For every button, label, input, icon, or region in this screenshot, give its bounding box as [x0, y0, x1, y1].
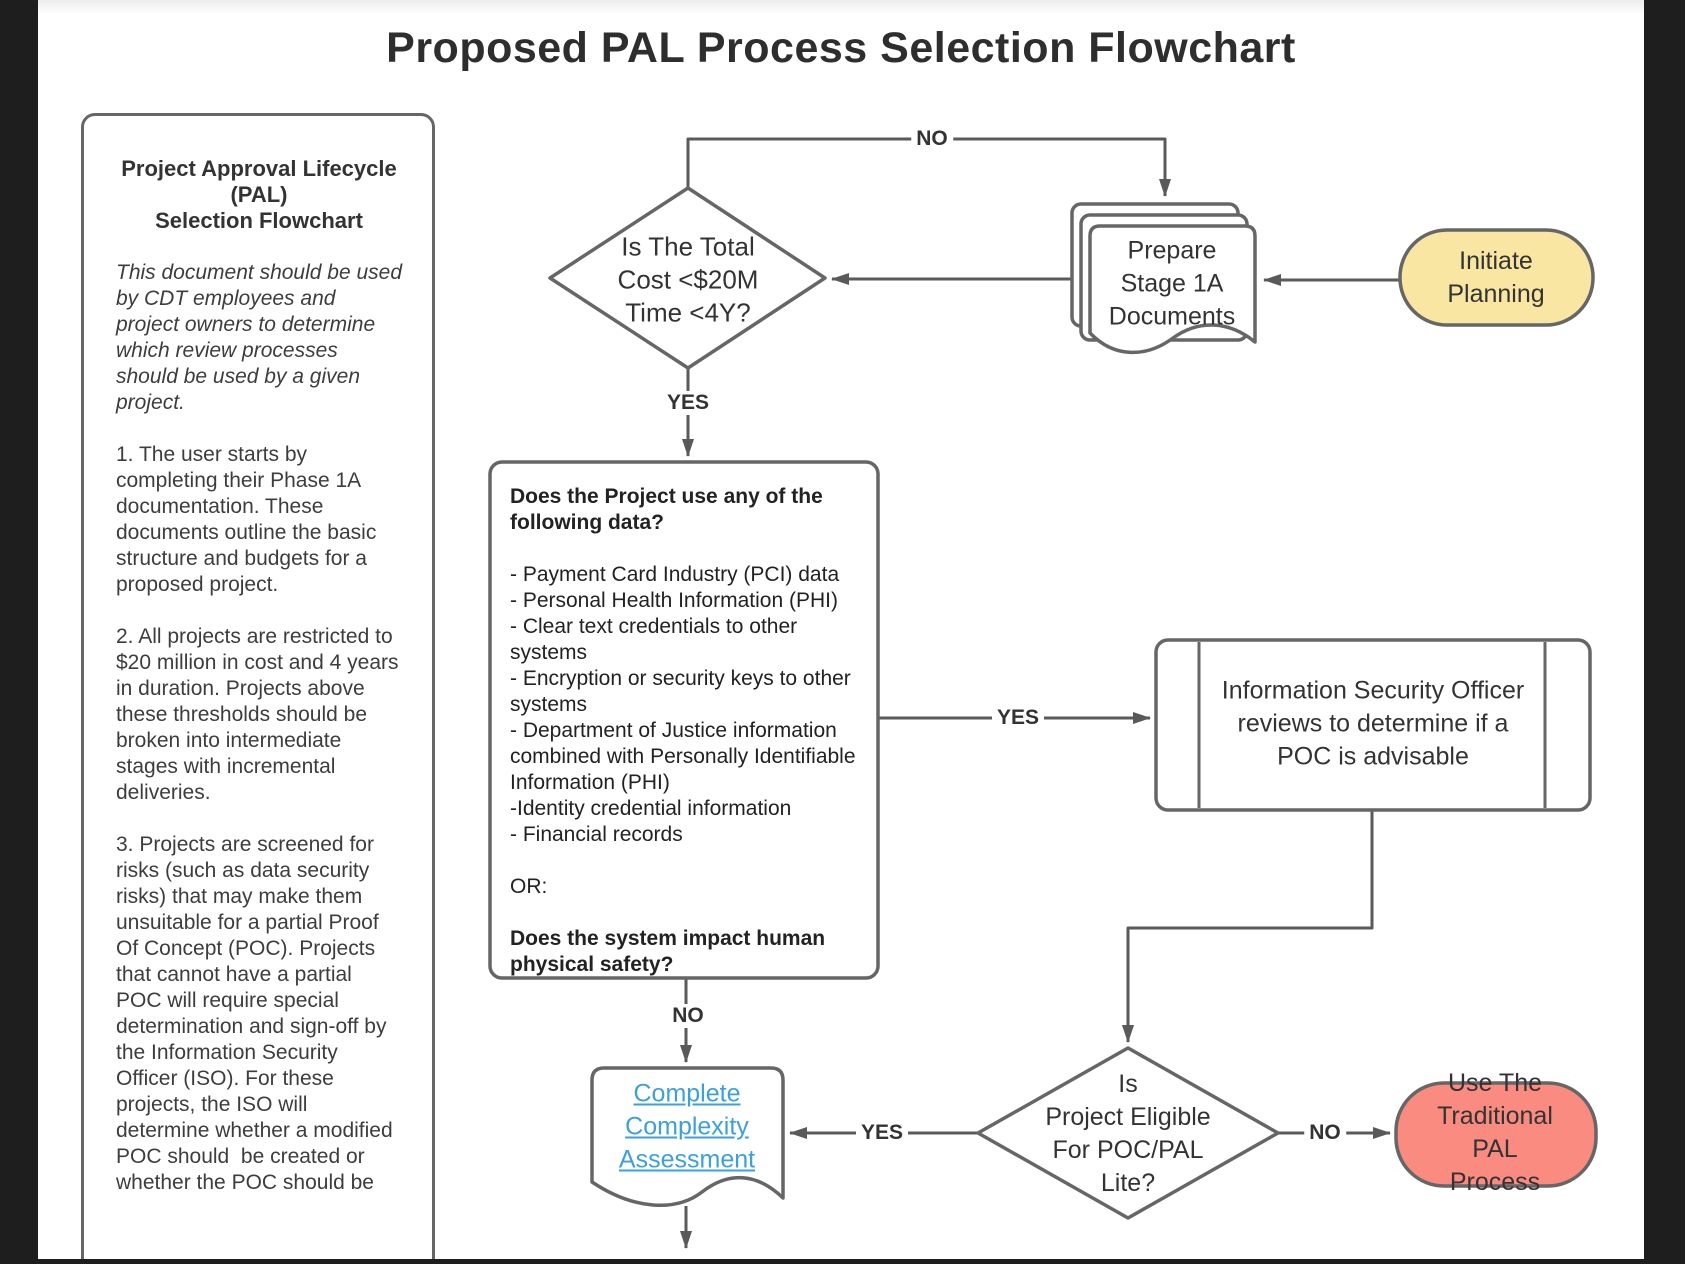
cost-decision-diamond — [548, 186, 827, 370]
traditional-pal-label: Use The Traditional PAL Process — [1437, 1069, 1553, 1196]
data-question-content: Does the Project use any of the followin… — [510, 484, 868, 1004]
edge-iso-to-eligibility — [1122, 810, 1374, 1043]
sidebar-heading: Project Approval Lifecycle (PAL) Selecti… — [121, 156, 397, 233]
iso-review-box — [1154, 638, 1592, 812]
sidebar-intro: This document should be used by CDT empl… — [116, 261, 403, 414]
sidebar-paragraph-3: 3. Projects are screened for risks (such… — [116, 833, 399, 1194]
cost-decision-label: Is The Total Cost <$20M Time <4Y? — [617, 231, 759, 328]
edge-label-yes-cost: YES — [661, 391, 715, 415]
eligibility-label: Is Project Eligible For POC/PAL Lite? — [1045, 1070, 1211, 1197]
initiate-planning-label: Initiate Planning — [1447, 247, 1545, 308]
traditional-pal-shape — [1394, 1081, 1598, 1188]
edge-label-yes-eligible: YES — [855, 1121, 909, 1145]
flowchart-canvas: Proposed PAL Process Selection Flowchart… — [38, 0, 1644, 1259]
data-question-items: - Payment Card Industry (PCI) data - Per… — [510, 563, 856, 846]
flowchart-graphics — [488, 137, 1598, 1249]
data-question-or: OR: — [510, 875, 548, 898]
iso-review-label: Information Security Officer reviews to … — [1221, 676, 1525, 771]
complexity-assessment-link[interactable]: Complete Complexity Assessment — [618, 1079, 756, 1174]
initiate-planning-shape — [1398, 228, 1595, 327]
prepare-docs-label: Prepare Stage 1A Documents — [1108, 236, 1236, 331]
prepare-docs-shape — [1070, 202, 1257, 355]
eligibility-diamond — [976, 1046, 1280, 1220]
edge-label-no-eligible: NO — [1304, 1121, 1346, 1145]
edge-label-no-data: NO — [667, 1004, 709, 1028]
edge-label-yes-data: YES — [991, 706, 1045, 730]
data-question-box — [488, 460, 880, 980]
data-question-safety: Does the system impact human physical sa… — [510, 927, 826, 976]
sidebar-paragraph-2: 2. All projects are restricted to $20 mi… — [116, 625, 405, 804]
sidebar-paragraph-1: 1. The user starts by completing their P… — [116, 443, 383, 596]
sidebar-note: Project Approval Lifecycle (PAL) Selecti… — [81, 113, 435, 1259]
page-title: Proposed PAL Process Selection Flowchart — [386, 24, 1296, 72]
edge-label-no-cost: NO — [911, 127, 953, 151]
complexity-doc-shape — [590, 1066, 785, 1208]
data-question-heading: Does the Project use any of the followin… — [510, 485, 823, 534]
